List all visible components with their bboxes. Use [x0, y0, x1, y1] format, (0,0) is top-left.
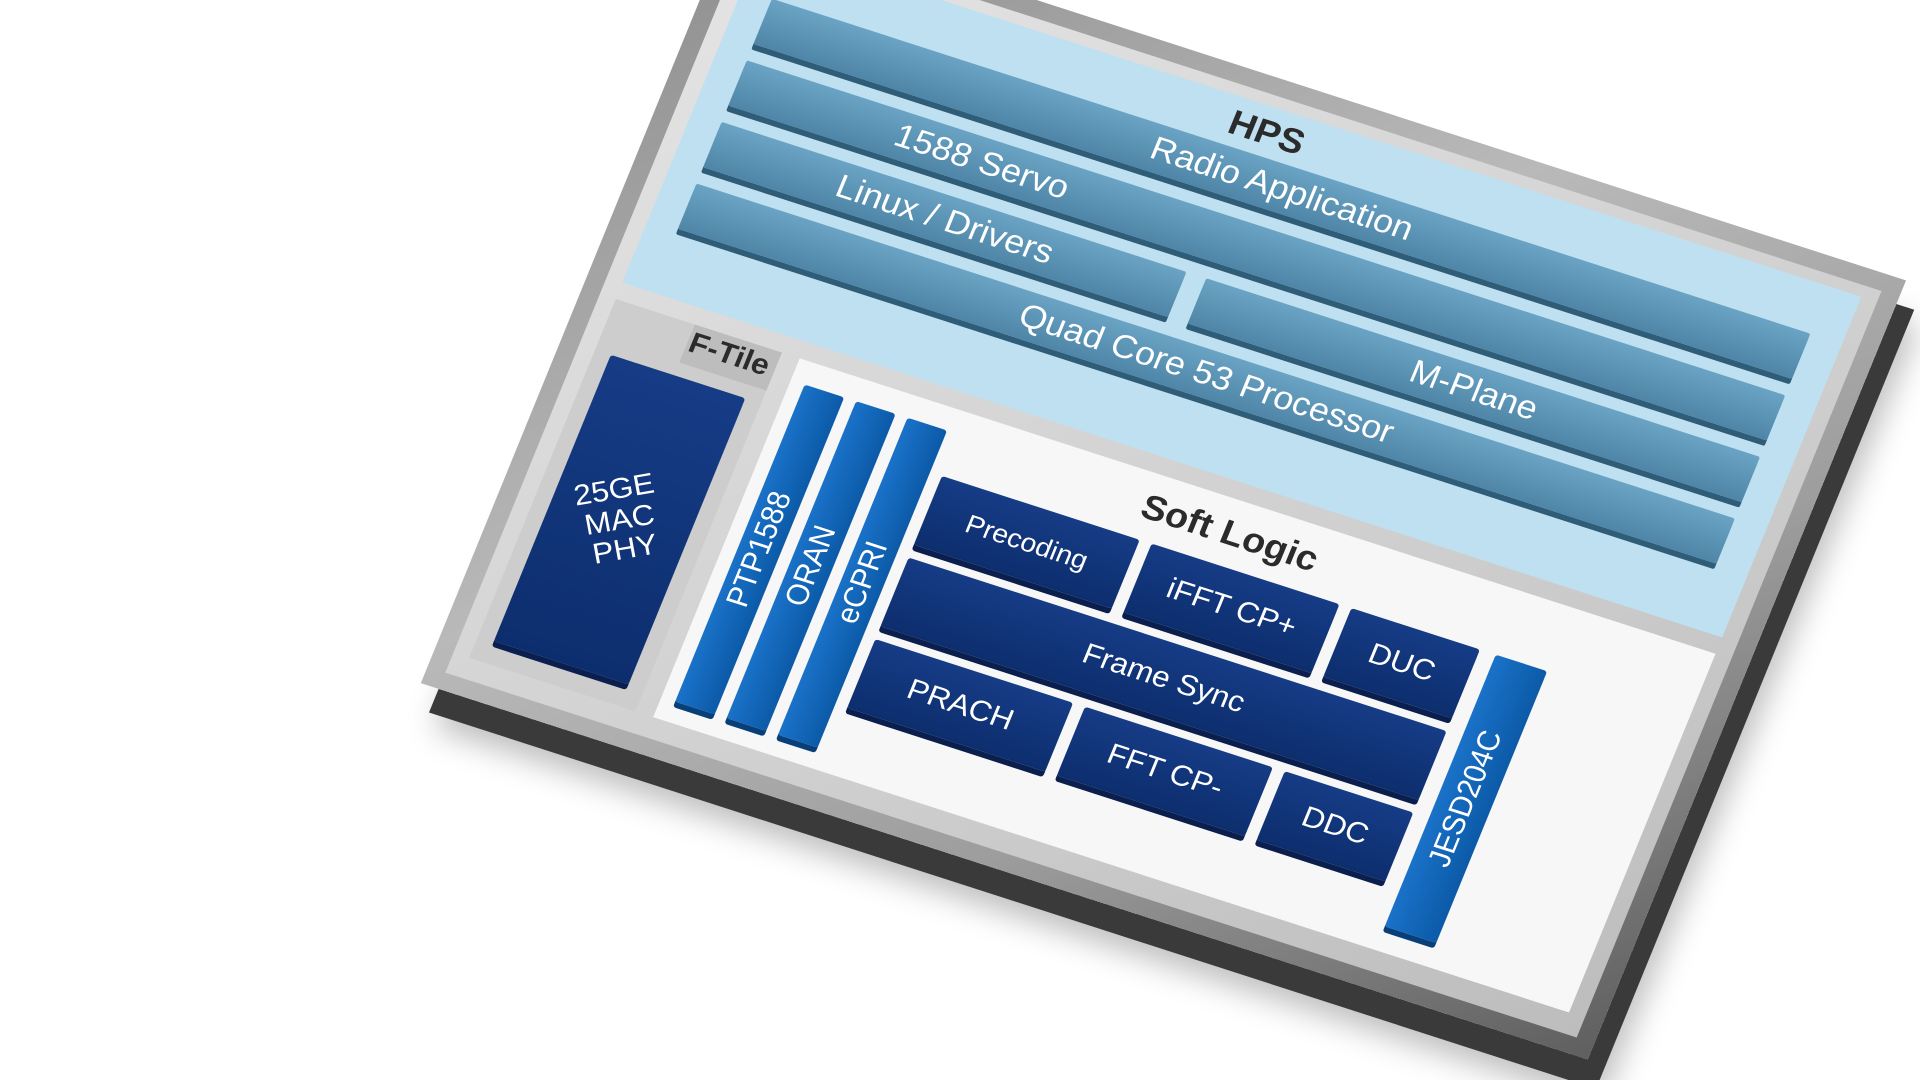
chip-package: HPS Radio Application 1588 Servo Linux /… [420, 0, 1907, 1060]
mac-phy-label: 25GE MAC PHY [571, 467, 661, 571]
